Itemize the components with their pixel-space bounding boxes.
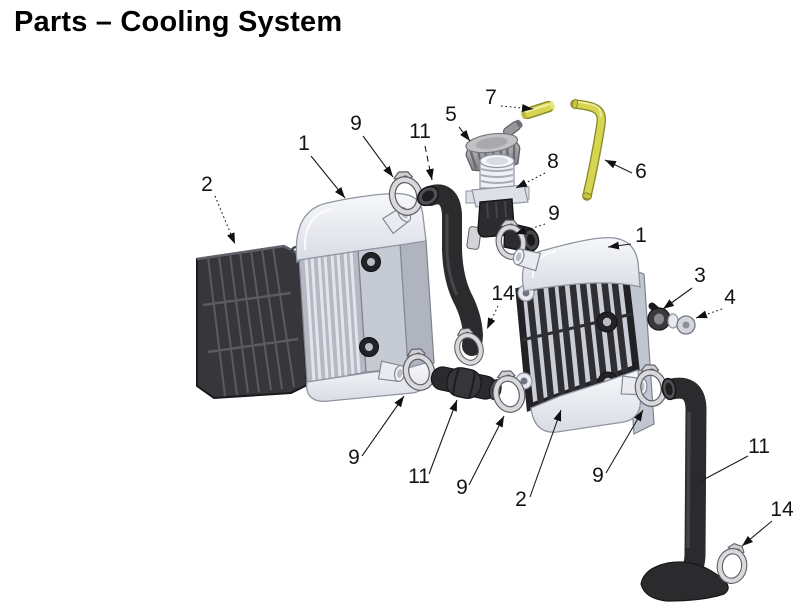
overflow-hose-short xyxy=(521,100,555,120)
radiator-louver-left xyxy=(196,244,309,400)
callout-clamp-upper-hose-end: 14 xyxy=(486,282,515,330)
callout-radiator-hose-lower: 11 xyxy=(700,435,770,482)
callout-radiator-cap: 5 xyxy=(445,103,471,142)
svg-text:11: 11 xyxy=(409,120,431,143)
svg-text:7: 7 xyxy=(485,86,497,109)
svg-text:6: 6 xyxy=(635,160,647,183)
callout-clamp-filler-outlet: 9 xyxy=(514,202,560,235)
svg-text:14: 14 xyxy=(770,498,794,521)
callout-overflow-hose-long: 6 xyxy=(604,159,647,183)
page-title: Parts – Cooling System xyxy=(14,6,343,38)
collar xyxy=(667,313,696,335)
callout-radiator-left: 1 xyxy=(298,132,346,199)
svg-text:1: 1 xyxy=(635,224,647,247)
radiator-hose-lower xyxy=(640,377,729,602)
callout-overflow-hose-short: 7 xyxy=(485,86,534,112)
svg-text:2: 2 xyxy=(515,488,527,511)
callout-clamp-lower-hose: 9 xyxy=(592,409,644,487)
callout-radiator-louver-right: 2 xyxy=(515,409,562,511)
callout-collar: 4 xyxy=(695,286,736,319)
svg-text:9: 9 xyxy=(548,202,560,225)
overflow-hose-long xyxy=(570,98,607,201)
callout-crossover-hose: 11 xyxy=(408,399,458,488)
hose-clamp-lower-small xyxy=(718,542,747,582)
grommet xyxy=(647,302,671,331)
callout-radiator-right: 1 xyxy=(607,224,647,250)
svg-text:9: 9 xyxy=(592,464,604,487)
svg-text:11: 11 xyxy=(748,435,770,458)
svg-text:14: 14 xyxy=(491,282,515,305)
svg-text:4: 4 xyxy=(724,286,736,309)
svg-text:9: 9 xyxy=(350,112,362,135)
callout-clamp-radiator-left-top: 9 xyxy=(350,112,394,178)
callout-clamp-crossover-right: 9 xyxy=(456,415,505,499)
svg-text:2: 2 xyxy=(201,173,213,196)
callout-radiator-louver-left: 2 xyxy=(201,173,236,245)
radiator-right xyxy=(510,237,655,435)
callout-clamp-crossover-left: 9 xyxy=(348,395,405,469)
svg-text:5: 5 xyxy=(445,103,457,126)
svg-text:11: 11 xyxy=(408,465,430,488)
svg-text:9: 9 xyxy=(456,476,468,499)
callout-grommet: 3 xyxy=(662,264,706,310)
callout-clamp-lower-small: 14 xyxy=(741,498,794,547)
radiator-left-boss xyxy=(359,252,381,357)
svg-text:3: 3 xyxy=(694,264,706,287)
svg-text:9: 9 xyxy=(348,446,360,469)
svg-text:8: 8 xyxy=(547,150,559,173)
filler-neck xyxy=(465,153,540,254)
radiator-hose-upper xyxy=(417,184,484,356)
radiator-right-top-stub xyxy=(510,246,541,272)
radiator-left xyxy=(290,192,435,402)
callout-radiator-hose-upper: 11 xyxy=(409,120,434,181)
svg-text:1: 1 xyxy=(298,132,310,155)
crossover-hose xyxy=(430,366,502,401)
callout-filler-neck: 8 xyxy=(515,150,559,189)
